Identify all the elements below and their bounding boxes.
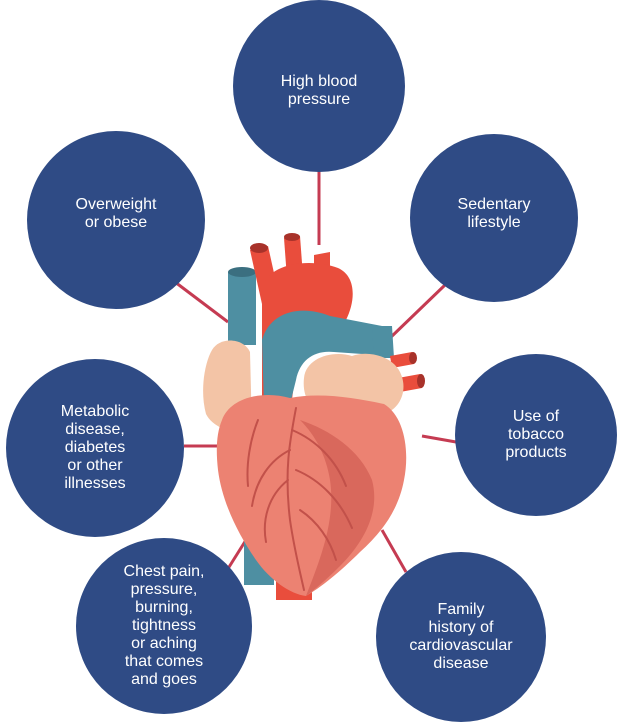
vein-opening-top	[409, 352, 417, 364]
risk-factor-overweight: Overweight or obese	[27, 131, 205, 309]
risk-factor-family-history: Family history of cardiovascular disease	[376, 552, 546, 722]
risk-factor-label: Sedentary lifestyle	[458, 196, 531, 240]
vena-cava-opening	[228, 267, 256, 277]
risk-factor-label: Use of tobacco products	[505, 408, 566, 462]
connector-overweight	[175, 282, 228, 322]
risk-factor-sedentary: Sedentary lifestyle	[410, 134, 578, 302]
vein-opening-bottom	[417, 374, 425, 388]
connector-tobacco	[422, 436, 456, 442]
connector-sedentary	[390, 285, 445, 338]
branch-opening-left	[250, 243, 268, 253]
risk-factor-metabolic: Metabolic disease, diabetes or other ill…	[6, 359, 184, 537]
branch-opening-mid	[284, 233, 300, 241]
risk-factor-tobacco: Use of tobacco products	[455, 354, 617, 516]
risk-factor-label: Metabolic disease, diabetes or other ill…	[61, 403, 129, 493]
risk-factor-chest-pain: Chest pain, pressure, burning, tightness…	[76, 538, 252, 714]
risk-factor-label: High blood pressure	[281, 63, 358, 109]
risk-factor-label: Chest pain, pressure, burning, tightness…	[124, 563, 205, 690]
risk-factor-label: Overweight or obese	[76, 196, 157, 244]
connector-family-history	[382, 530, 406, 572]
risk-factor-label: Family history of cardiovascular disease	[409, 601, 512, 673]
risk-factor-high-blood-pressure: High blood pressure	[233, 0, 405, 172]
pulmonary-branch	[372, 326, 394, 358]
vena-cava	[228, 272, 256, 345]
